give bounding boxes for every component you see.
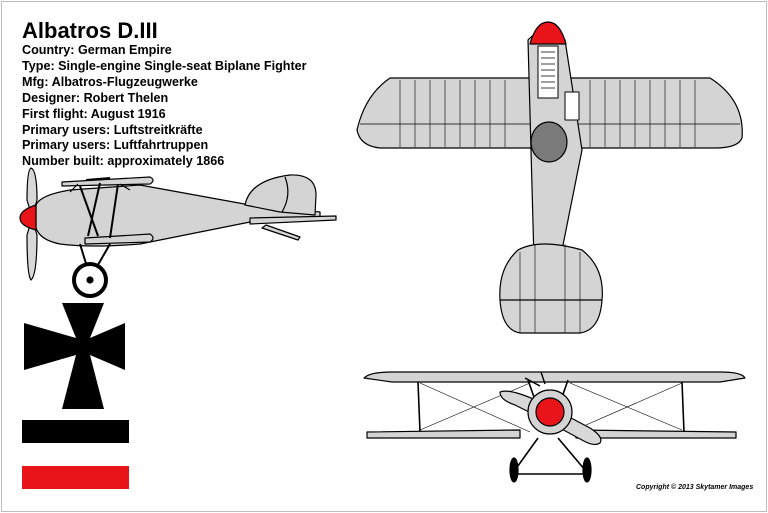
spec-primary-users-1: Primary users: Luftstreitkräfte <box>22 122 203 137</box>
flag-white-stripe <box>22 443 129 466</box>
front-view <box>363 371 746 483</box>
front-struts <box>417 381 685 433</box>
iron-cross-insignia <box>24 303 125 409</box>
spec-country: Country: German Empire <box>22 43 172 57</box>
spec-manufacturer: Mfg: Albatros-Flugzeugwerke <box>22 74 198 89</box>
side-struts <box>79 182 119 239</box>
flag-red-stripe <box>22 466 129 489</box>
top-engine <box>537 45 559 99</box>
spec-primary-users-2: Primary users: Luftfahrtruppen <box>22 138 209 153</box>
flag-black-stripe <box>22 420 129 443</box>
side-upper-wing <box>61 176 154 187</box>
copyright-notice: Copyright © 2013 Skytamer Images <box>636 484 754 491</box>
spec-type: Type: Single-engine Single-seat Biplane … <box>22 58 307 73</box>
top-spinner <box>529 21 567 45</box>
front-upper-wing <box>363 371 746 383</box>
top-tail <box>499 243 603 334</box>
spec-designer: Designer: Robert Thelen <box>22 90 169 105</box>
top-cockpit <box>530 121 568 163</box>
side-fuselage <box>35 184 321 247</box>
side-tail-skid <box>261 224 301 241</box>
side-stabilizer <box>249 215 337 225</box>
side-spinner <box>19 204 37 231</box>
top-view <box>356 21 743 334</box>
side-tail-fin <box>244 174 317 216</box>
side-lower-wing <box>84 233 154 245</box>
imperial-flag <box>22 420 129 489</box>
spec-number-built: Number built: approximately 1866 <box>22 154 225 169</box>
side-cabane <box>69 183 131 193</box>
front-gear <box>514 437 586 475</box>
front-wires <box>419 382 683 433</box>
spec-list: Country: German Empire Type: Single-engi… <box>22 43 307 170</box>
front-spinner <box>535 397 565 427</box>
side-view <box>19 167 337 298</box>
spec-first-flight: First flight: August 1916 <box>22 106 166 121</box>
aircraft-title: Albatros D.III <box>22 18 158 43</box>
